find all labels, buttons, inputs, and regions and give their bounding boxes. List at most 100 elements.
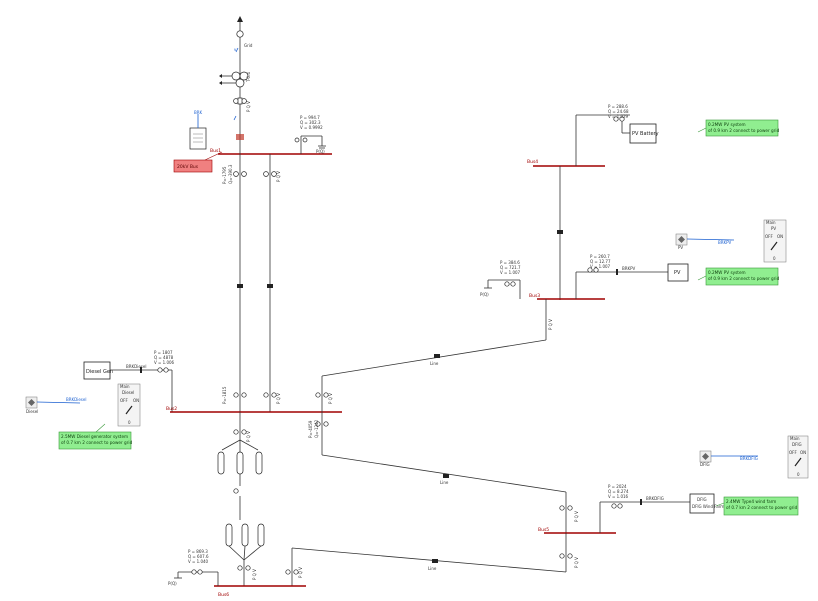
- svg-text:BRKDiesel: BRKDiesel: [126, 364, 146, 369]
- dfig-signal[interactable]: DFIG BRKDFIG: [699, 450, 758, 467]
- pv-battery-box[interactable]: PV Battery: [629, 123, 659, 144]
- svg-text:ON: ON: [777, 234, 783, 239]
- note-pv-1: 0.2MW PV system of 0.9 km 2 connect to p…: [697, 119, 780, 137]
- pv-control-panel[interactable]: Main PV OFF ON 0: [763, 219, 787, 263]
- diesel-gen-box[interactable]: Diesel Gen: [83, 361, 113, 380]
- svg-text:Main: Main: [766, 220, 776, 225]
- svg-text:of 0.9 km 2 connect to power g: of 0.9 km 2 connect to power grid: [708, 128, 780, 133]
- bus-4[interactable]: Bus4: [527, 159, 605, 167]
- line-impedance-2[interactable]: [267, 284, 273, 288]
- svg-text:Main: Main: [120, 384, 130, 389]
- warning-box: 20kV Bus: [173, 151, 223, 173]
- svg-text:P Q V: P Q V: [246, 431, 251, 442]
- svg-text:P = 869.3: P = 869.3: [188, 549, 208, 554]
- svg-text:Bus2: Bus2: [166, 406, 177, 412]
- svg-text:P Q V: P Q V: [574, 511, 579, 522]
- svg-text:P(Q): P(Q): [168, 581, 177, 586]
- svg-text:P Q V: P Q V: [276, 393, 281, 404]
- svg-text:Q = 4878: Q = 4878: [154, 355, 174, 360]
- bus1-label: Bus1: [210, 148, 221, 154]
- svg-text:2.4MW Type4 wind farm: 2.4MW Type4 wind farm: [726, 499, 776, 504]
- bus2-meters[interactable]: P=-1815 P Q V P Q V: [222, 386, 333, 404]
- svg-text:P Q V: P Q V: [246, 101, 251, 112]
- svg-text:DFIG: DFIG: [792, 442, 802, 447]
- breaker-marker[interactable]: [236, 134, 244, 140]
- svg-text:P Q V: P Q V: [548, 319, 553, 330]
- bus3-bus2-tie[interactable]: Line: [430, 354, 440, 366]
- svg-text:Line: Line: [430, 361, 439, 366]
- svg-text:P Q V: P Q V: [276, 171, 281, 182]
- svg-text:ON: ON: [800, 450, 806, 455]
- pv-switch-label: BRKPV: [622, 266, 636, 271]
- svg-text:Q = 302.3: Q = 302.3: [300, 120, 321, 125]
- bus1-load[interactable]: P = 994.7 Q = 302.3 V = 0.9992 P(Q): [294, 115, 326, 154]
- bus1-feeder-box[interactable]: BRK: [189, 110, 207, 150]
- note-wind: 2.4MW Type4 wind farm of 0.7 km 2 connec…: [715, 496, 799, 516]
- wind-meter[interactable]: P = 2024 Q = 8.274 V = 1.016 BRKDFIG: [608, 484, 664, 509]
- pv-box[interactable]: PV: [667, 263, 689, 282]
- svg-text:0: 0: [773, 256, 776, 261]
- bus1-meter-left[interactable]: P=-1795 Q=-390.3: [222, 164, 247, 184]
- svg-text:of 0.7 km 2 connect to power g: of 0.7 km 2 connect to power grid: [726, 505, 798, 510]
- bus-2[interactable]: Bus2: [166, 406, 342, 413]
- svg-text:V = 0.9992: V = 0.9992: [300, 125, 323, 130]
- dfig-wind-box[interactable]: DFIG DFIG Wind Farm: [689, 493, 724, 514]
- bus-1[interactable]: Bus1: [210, 148, 332, 155]
- svg-text:Q=-1242: Q=-1242: [314, 419, 319, 438]
- bus3-load[interactable]: P = 384.6 Q = 721.7 V = 1.007 P(Q): [480, 260, 521, 299]
- line-impedance-3[interactable]: [557, 230, 563, 234]
- svg-text:PV: PV: [771, 226, 776, 231]
- diesel-meter[interactable]: P = 1807 Q = 4878 V = 1.006: [154, 350, 175, 373]
- bus5-bus6-tie[interactable]: Line: [428, 559, 438, 571]
- svg-text:P = 2024: P = 2024: [608, 484, 627, 489]
- pv-signal[interactable]: PV BRKPV: [675, 233, 735, 250]
- bus6-load[interactable]: P = 869.3 Q = 607.6 V = 1.040 P(Q): [168, 549, 219, 586]
- note-diesel: 2.5MW Diesel generator system of 0.7 km …: [58, 423, 133, 450]
- bus6-right-meter[interactable]: P Q V: [285, 567, 303, 578]
- bus2-bus5-tie[interactable]: Line: [440, 474, 449, 485]
- top-meter[interactable]: P Q V: [233, 97, 251, 112]
- svg-text:P = 260.7: P = 260.7: [590, 254, 610, 259]
- svg-text:P=-4059: P=-4059: [308, 420, 313, 438]
- dfig-control-panel[interactable]: Main DFIG OFF ON 0: [787, 435, 809, 479]
- bus2-right-meter[interactable]: P=-4059 Q=-1242: [308, 419, 329, 438]
- svg-text:V = 1.007: V = 1.007: [590, 264, 611, 269]
- bus6-transformer[interactable]: P Q V: [225, 510, 265, 586]
- svg-text:DFIG Wind Farm: DFIG Wind Farm: [692, 504, 724, 509]
- svg-text:of 0.9 km 2 connect to power g: of 0.9 km 2 connect to power grid: [708, 276, 780, 281]
- svg-text:Diesel: Diesel: [122, 390, 134, 395]
- svg-text:0: 0: [797, 472, 800, 477]
- transformer-top[interactable]: T-0.4: [219, 71, 251, 88]
- svg-text:v: v: [234, 47, 237, 52]
- bus2-transformer[interactable]: [217, 429, 263, 510]
- bus-3[interactable]: Bus3: [529, 293, 605, 300]
- bus-5[interactable]: Bus5: [538, 527, 616, 534]
- svg-text:Diesel: Diesel: [26, 409, 38, 414]
- warning-text: 20kV Bus: [177, 164, 199, 170]
- bus1-meter-right[interactable]: P Q V: [263, 171, 281, 182]
- svg-text:V = 1.006: V = 1.006: [154, 360, 175, 365]
- svg-text:Main: Main: [790, 436, 800, 441]
- svg-text:Q=-390.3: Q=-390.3: [228, 164, 233, 184]
- svg-text:BRKDiesel: BRKDiesel: [66, 397, 86, 402]
- svg-text:PV: PV: [674, 270, 681, 276]
- bus5-meters[interactable]: P Q V P Q V: [559, 505, 579, 568]
- svg-text:T-0.4: T-0.4: [246, 72, 251, 83]
- svg-text:Bus6: Bus6: [218, 592, 229, 598]
- svg-text:V = 1.040: V = 1.040: [188, 559, 209, 564]
- svg-text:P = 288.6: P = 288.6: [608, 104, 628, 109]
- svg-text:Q = 12.77: Q = 12.77: [590, 259, 611, 264]
- bus-6[interactable]: Bus6: [214, 585, 306, 598]
- svg-text:Line: Line: [428, 566, 437, 571]
- svg-text:Q = 8.274: Q = 8.274: [608, 489, 629, 494]
- diesel-control-panel[interactable]: Main Diesel OFF ON 0: [117, 383, 141, 427]
- svg-text:BRKDFIG: BRKDFIG: [740, 456, 758, 461]
- line-impedance-1[interactable]: [237, 284, 243, 288]
- pv-battery-meter[interactable]: P = 288.6 Q = 24.68 V = 1.029: [608, 104, 629, 122]
- svg-text:Q = 721.7: Q = 721.7: [500, 265, 521, 270]
- svg-text:P Q V: P Q V: [252, 569, 257, 580]
- pv-feeder[interactable]: P = 260.7 Q = 12.77 V = 1.007 BRKPV: [575, 254, 668, 299]
- svg-text:ON: ON: [133, 398, 139, 403]
- diesel-signal[interactable]: Diesel BRKDiesel: [25, 396, 86, 414]
- svg-text:Bus4: Bus4: [527, 159, 538, 165]
